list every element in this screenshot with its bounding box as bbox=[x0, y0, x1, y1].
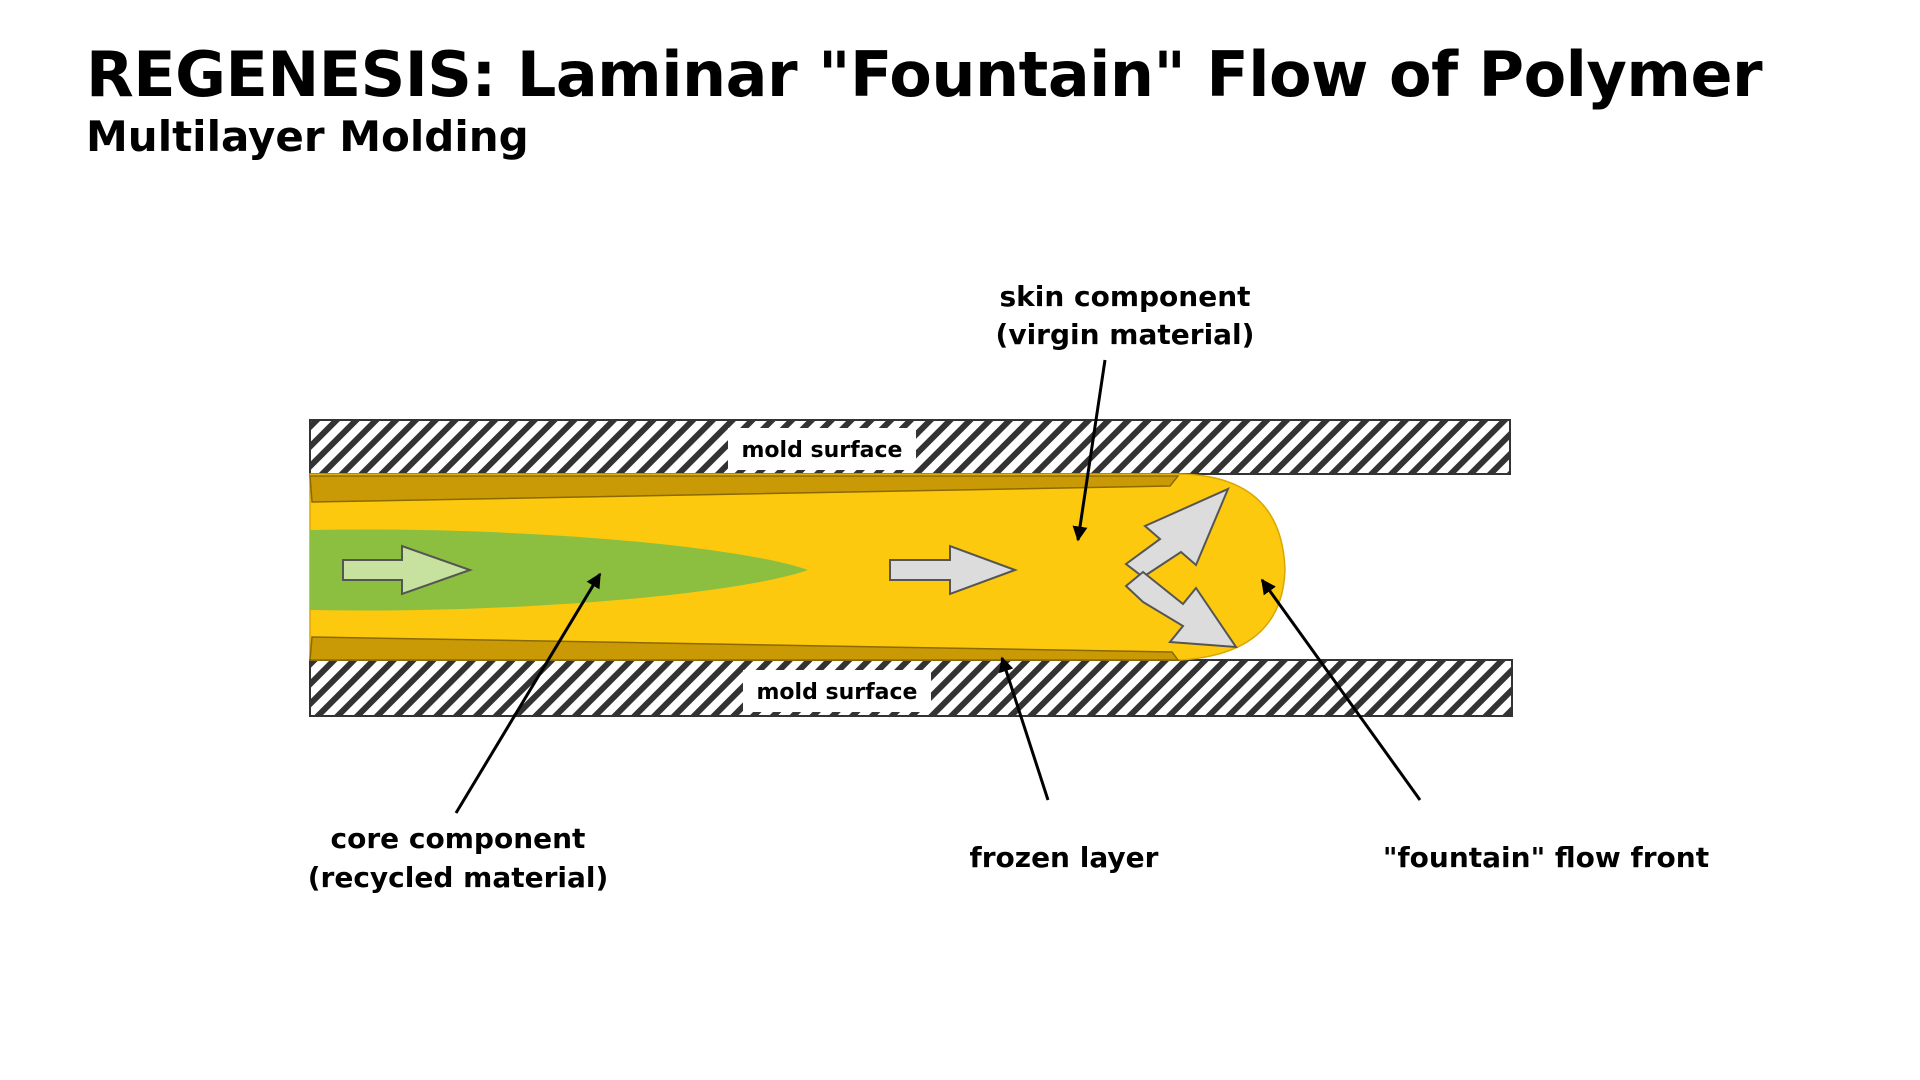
mold-surface-top-label: mold surface bbox=[742, 438, 903, 463]
core-flow-arrow bbox=[342, 544, 474, 596]
core-component-region bbox=[310, 529, 808, 611]
core-component-label-line2: (recycled material) bbox=[308, 861, 609, 894]
core-component-leader bbox=[454, 572, 602, 814]
skin-flow-arrow bbox=[889, 544, 1018, 596]
mold-surface-bottom-label: mold surface bbox=[757, 680, 918, 705]
flow-front-label: "fountain" flow front bbox=[1383, 841, 1709, 874]
skin-component-leader bbox=[1072, 359, 1107, 542]
mold-surface-bottom-box bbox=[743, 670, 931, 712]
frozen-layer-leader bbox=[999, 656, 1050, 801]
fountain-arrow-down bbox=[1124, 570, 1238, 649]
skin-component-label-line1: skin component bbox=[999, 280, 1250, 313]
fountain-arrow-up bbox=[1124, 487, 1230, 579]
flow-front-leader bbox=[1260, 578, 1422, 801]
frozen-layer-bottom bbox=[309, 636, 1180, 661]
core-component-label-line1: core component bbox=[331, 822, 586, 855]
mold-surface-top-box bbox=[728, 428, 916, 470]
frozen-layer-label: frozen layer bbox=[970, 841, 1159, 874]
page-title: REGENESIS: Laminar "Fountain" Flow of Po… bbox=[86, 38, 1763, 111]
frozen-layer-top bbox=[309, 475, 1180, 503]
skin-component-label-line2: (virgin material) bbox=[996, 318, 1255, 351]
page-subtitle: Multilayer Molding bbox=[86, 112, 529, 161]
